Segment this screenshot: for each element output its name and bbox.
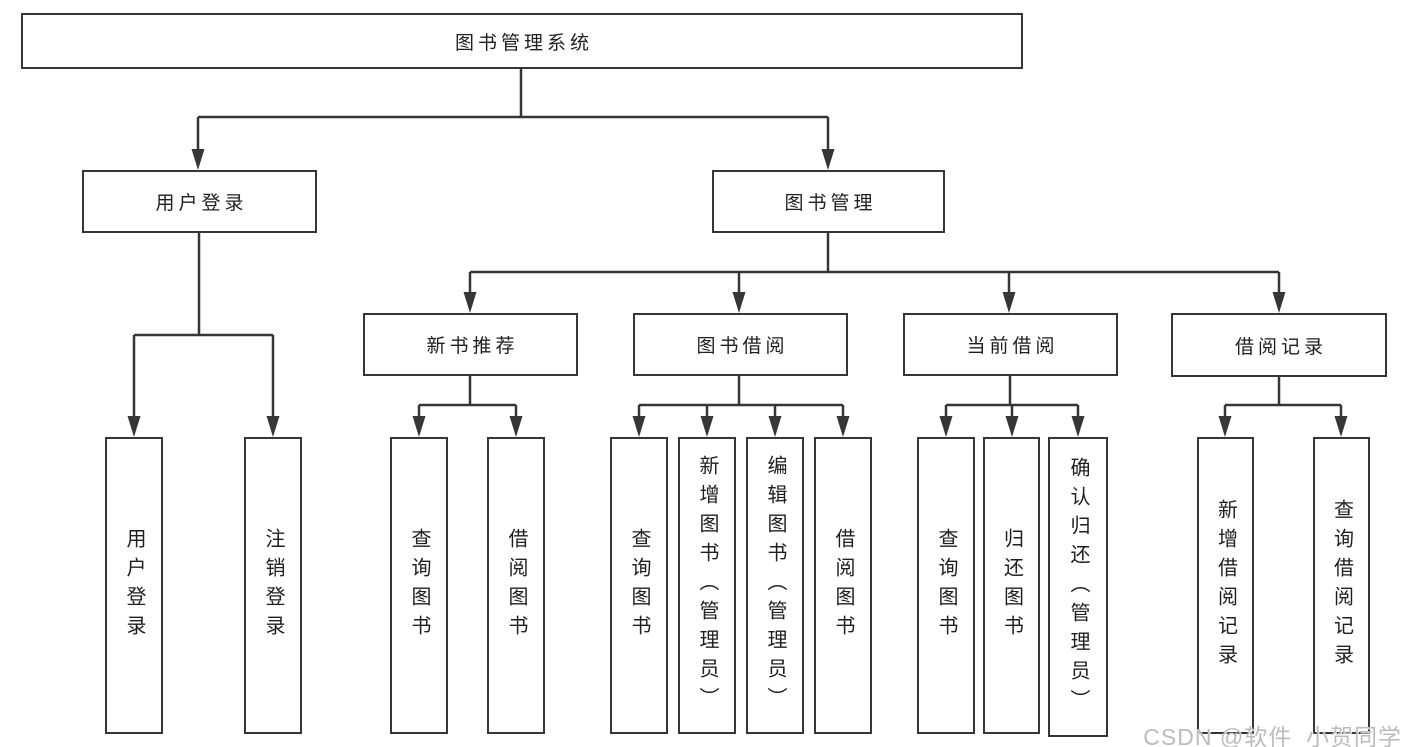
csdn-watermark: CSDN @软件_小贺同学 bbox=[1143, 724, 1402, 747]
leaf-user-logout: 注销登录 bbox=[244, 437, 302, 734]
leaf-borrow-add-books-admin: 新增图书（管理员） bbox=[678, 437, 736, 734]
leaf-current-query-books: 查询图书 bbox=[917, 437, 975, 734]
node-user-login: 用户登录 bbox=[82, 170, 317, 233]
node-book-management: 图书管理 bbox=[712, 170, 945, 233]
node-book-borrowing: 图书借阅 bbox=[633, 313, 848, 376]
leaf-records-add-record: 新增借阅记录 bbox=[1197, 437, 1254, 734]
leaf-current-confirm-return-admin: 确认归还（管理员） bbox=[1048, 437, 1108, 737]
node-system-root: 图书管理系统 bbox=[21, 13, 1023, 69]
leaf-borrow-borrow-books: 借阅图书 bbox=[814, 437, 872, 734]
leaf-newbook-query-books: 查询图书 bbox=[390, 437, 448, 734]
leaf-borrow-query-books: 查询图书 bbox=[610, 437, 668, 734]
leaf-user-login: 用户登录 bbox=[105, 437, 163, 734]
leaf-newbook-borrow-books: 借阅图书 bbox=[487, 437, 545, 734]
node-current-borrowing: 当前借阅 bbox=[903, 313, 1118, 376]
node-new-book-recommend: 新书推荐 bbox=[363, 313, 578, 376]
arrowheads bbox=[127, 149, 1348, 437]
leaf-borrow-edit-books-admin: 编辑图书（管理员） bbox=[746, 437, 804, 734]
node-borrow-records: 借阅记录 bbox=[1171, 313, 1387, 377]
leaf-records-query-record: 查询借阅记录 bbox=[1313, 437, 1370, 734]
leaf-current-return-books: 归还图书 bbox=[983, 437, 1040, 734]
